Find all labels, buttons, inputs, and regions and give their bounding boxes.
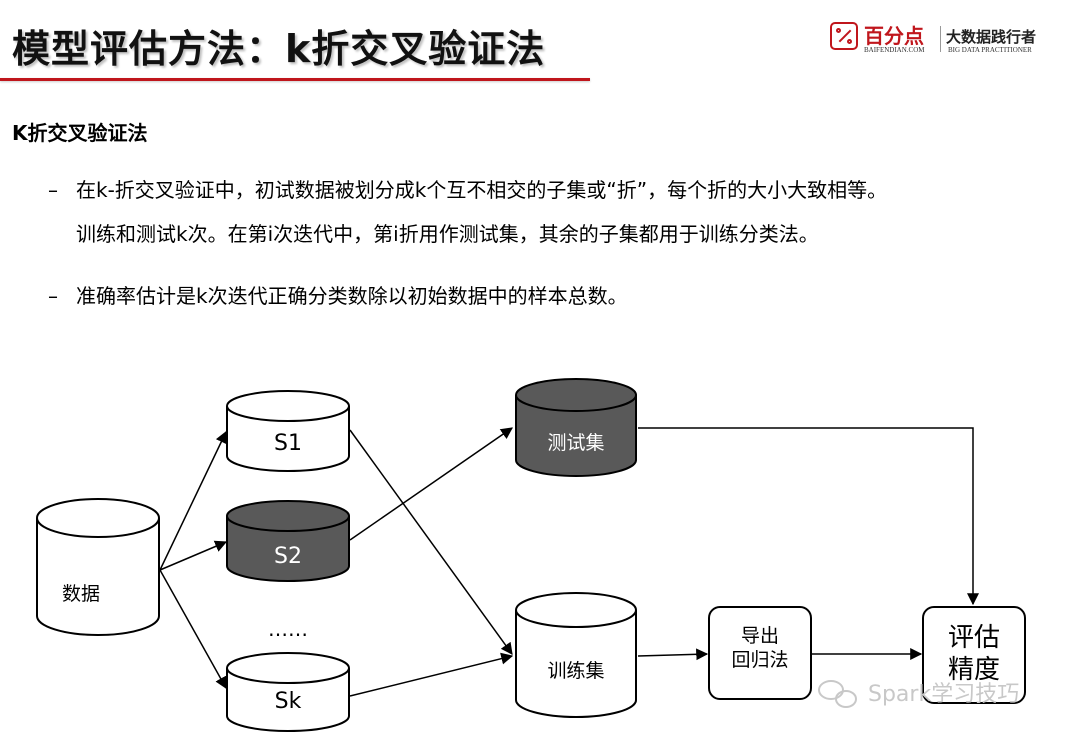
cylinder-data: 数据: [36, 498, 160, 636]
bullet-text: 训练和测试k次。在第i次迭代中，第i折用作测试集，其余的子集都用于训练分类法。: [76, 222, 819, 246]
box-evaluate-accuracy: 评估 精度: [922, 606, 1026, 704]
edge-test-to-eval: [638, 427, 979, 606]
diagram-edges: [159, 427, 979, 697]
logo-divider: [940, 26, 941, 52]
cylinder-test-set: 测试集: [515, 378, 637, 477]
node-label-s1: S1: [274, 431, 302, 456]
cylinder-sk: Sk: [226, 652, 350, 732]
logo-slogan-cn: 大数据践行者: [946, 28, 1037, 46]
node-label-s2: S2: [274, 544, 302, 569]
wechat-icon: [818, 680, 857, 708]
edge-s2-to-test: [349, 427, 513, 541]
logo-brand-en: BAIFENDIAN.COM: [864, 46, 925, 54]
bullet-marker: –: [48, 284, 58, 308]
edge-train-to-derive: [637, 648, 709, 661]
node-label-test-set: 测试集: [547, 432, 604, 454]
brand-logo: 百分点 BAIFENDIAN.COM 大数据践行者 BIG DATA PRACT…: [830, 20, 1070, 60]
page-title: 模型评估方法：k折交叉验证法: [12, 27, 546, 71]
node-label-sk: Sk: [275, 689, 302, 714]
title-underline: [0, 78, 590, 81]
bullet-text: 在k-折交叉验证中，初试数据被划分成k个互不相交的子集或“折”，每个折的大小大致…: [76, 178, 888, 202]
node-label-train-set: 训练集: [547, 660, 604, 682]
ellipsis-label: ……: [268, 617, 308, 641]
node-label-eval-1: 评估: [948, 623, 1000, 653]
node-label-derive-2: 回归法: [731, 649, 788, 671]
node-label-derive-1: 导出: [741, 625, 779, 647]
bullet-text: 准确率估计是k次迭代正确分类数除以初始数据中的样本总数。: [76, 284, 628, 308]
edge-s1-to-train: [349, 429, 513, 655]
logo-brand-cn: 百分点: [864, 24, 924, 48]
box-derive-regression: 导出 回归法: [708, 606, 812, 700]
node-label-eval-2: 精度: [948, 655, 1000, 685]
percent-logo-icon: [830, 22, 858, 50]
edge-data-to-sk: [159, 569, 227, 690]
bullet-marker: –: [48, 178, 58, 202]
logo-slogan-en: BIG DATA PRACTITIONER: [948, 46, 1032, 54]
section-heading: K折交叉验证法: [12, 121, 148, 145]
edge-sk-to-train: [349, 652, 514, 697]
cylinder-s2: S2: [226, 500, 350, 582]
watermark-text: Spark学习技巧: [868, 682, 1020, 707]
cylinder-s1: S1: [226, 390, 350, 472]
cylinder-train-set: 训练集: [515, 592, 637, 718]
edge-data-to-s2: [159, 540, 228, 571]
node-label-data: 数据: [62, 583, 100, 605]
edge-data-to-s1: [159, 430, 227, 571]
